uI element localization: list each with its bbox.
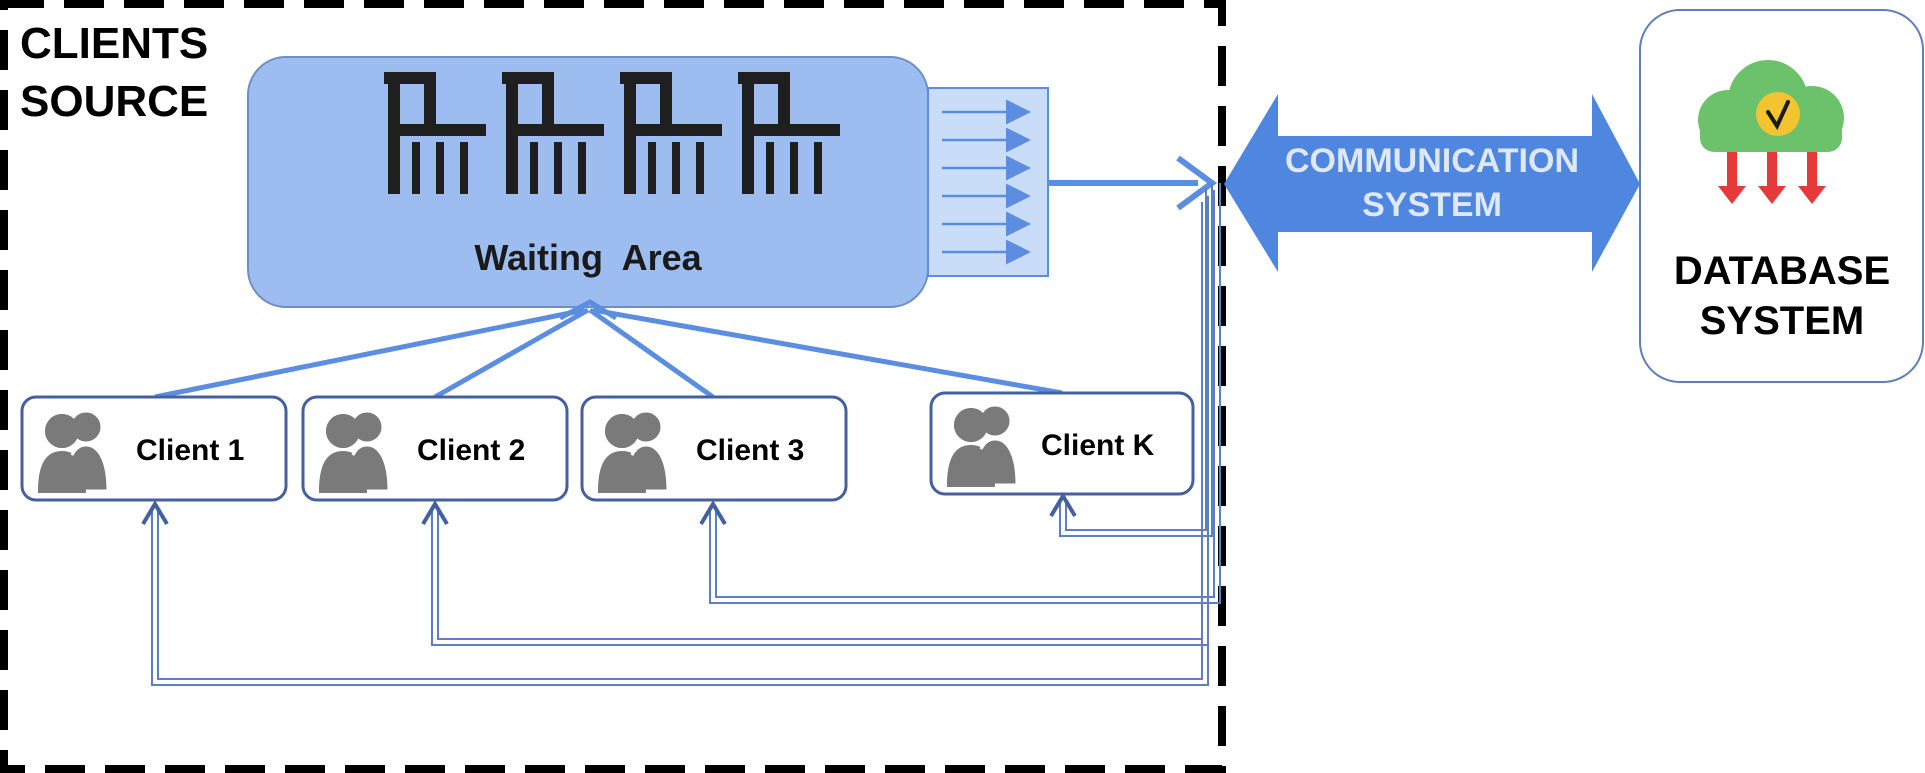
waiting-area-label: Waiting Area xyxy=(474,237,702,278)
queue-arrows xyxy=(942,99,1031,265)
client-1: Client 1 xyxy=(20,395,288,502)
communication-label-line2: SYSTEM xyxy=(1362,186,1502,224)
client-2: Client 2 xyxy=(301,395,569,502)
client-k: Client K xyxy=(929,391,1195,496)
client-label: Client K xyxy=(1041,429,1155,462)
database-label-line1: DATABASE xyxy=(1674,249,1890,293)
clients-source-label-line2: SOURCE xyxy=(20,77,208,126)
queue-box xyxy=(927,87,1049,277)
client-label: Client 1 xyxy=(136,434,244,467)
clients-source-label-line1: CLIENTS xyxy=(20,19,208,68)
feedback-arrowheads xyxy=(141,492,1077,526)
client-3: Client 3 xyxy=(580,395,848,502)
client-to-waiting-arrows xyxy=(154,299,1063,400)
client-label: Client 3 xyxy=(696,434,804,467)
cloud-database-icon xyxy=(1698,60,1844,204)
clients-source-boundary xyxy=(0,0,1226,773)
client-label: Client 2 xyxy=(417,434,525,467)
feedback-lines xyxy=(151,183,1221,686)
communication-arrow xyxy=(1224,94,1640,272)
database-label-line2: SYSTEM xyxy=(1700,299,1864,343)
communication-label-line1: COMMUNICATION xyxy=(1285,142,1579,180)
